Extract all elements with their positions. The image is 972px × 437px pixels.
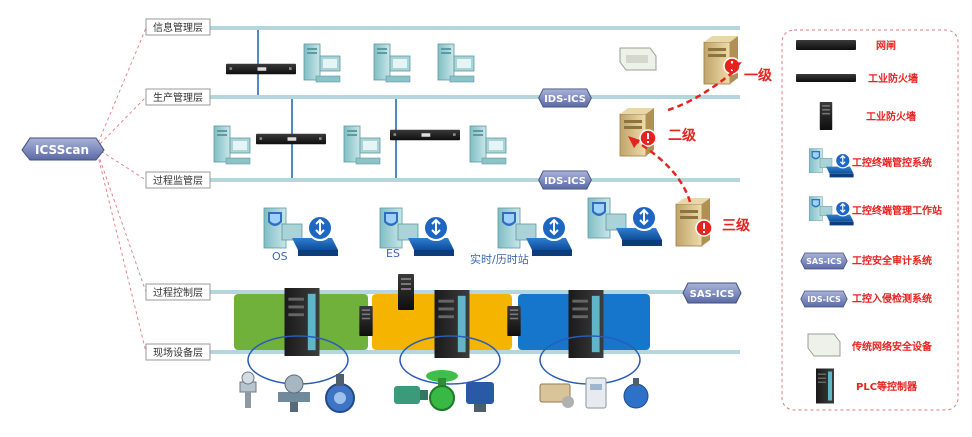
bus-production — [146, 95, 740, 99]
actuator-icon[interactable] — [466, 382, 494, 412]
network-security-device-icon — [807, 333, 841, 357]
alert-server-level1-icon[interactable] — [703, 36, 741, 85]
terminal-workstation-icon[interactable] — [587, 197, 663, 247]
bus-supervision — [146, 178, 740, 182]
analyzer-icon[interactable] — [585, 377, 607, 409]
legend-label: PLC等控制器 — [856, 380, 918, 393]
legend-badge-text: SAS-ICS — [806, 257, 842, 266]
layer-label-field: 现场设备层 — [145, 343, 211, 361]
terminal-workstation-icon — [808, 195, 855, 227]
field-devices — [239, 370, 649, 413]
level1-label: 一级 — [744, 67, 773, 84]
blue-tank-icon[interactable] — [623, 378, 649, 409]
layer-label-production: 生产管理层 — [145, 88, 211, 106]
layer-label-information: 信息管理层 — [145, 18, 211, 36]
pressure-transmitter-icon[interactable] — [239, 371, 257, 408]
level-arrow-3-to-2 — [633, 138, 692, 203]
sas-ics-label: SAS-ICS — [690, 289, 735, 300]
layer-label-control: 过程控制层 — [145, 283, 211, 301]
firewall-tower-icon[interactable] — [507, 306, 521, 336]
workstation-icon[interactable] — [303, 43, 341, 83]
layer-label-text: 信息管理层 — [153, 21, 203, 34]
legend-label: 传统网络安全设备 — [851, 340, 933, 353]
terminal-control-icon[interactable] — [497, 207, 573, 257]
information-layer-devices — [226, 36, 741, 85]
alert-server-level2-icon[interactable] — [619, 108, 657, 157]
legend-label: 工业防火墙 — [868, 72, 918, 85]
workstation-icon[interactable] — [373, 43, 411, 83]
bus-information — [146, 26, 740, 30]
network-security-device-icon[interactable] — [619, 47, 657, 71]
legend: 网闸 工业防火墙 工业防火墙 工控终端管控系统 工控终端管理工作站 SAS-IC… — [781, 29, 959, 411]
supervision-layer-devices: IDS-ICS OS ES 实时/历时站 — [263, 170, 713, 266]
layer-label-text: 过程监管层 — [153, 174, 203, 187]
pump-motor-icon[interactable] — [394, 386, 428, 404]
production-layer-devices: IDS-ICS — [213, 88, 657, 165]
station-historian-label: 实时/历时站 — [470, 252, 529, 266]
plc-icon[interactable] — [568, 290, 604, 358]
legend-label: 网闸 — [876, 39, 896, 52]
terminal-control-icon — [808, 147, 855, 179]
layer-label-text: 现场设备层 — [153, 346, 203, 359]
gateway-icon[interactable] — [226, 63, 296, 75]
workstation-icon[interactable] — [213, 125, 251, 165]
alert-server-level3-icon[interactable] — [675, 198, 713, 247]
ids-ics-mid-label: IDS-ICS — [544, 176, 586, 187]
butterfly-valve-icon[interactable] — [325, 374, 355, 413]
firewall-rack-icon — [796, 74, 856, 82]
legend-badge-text: IDS-ICS — [807, 295, 841, 304]
hub-label: ICSScan — [35, 143, 89, 157]
security-levels: 一级 二级 三级 — [628, 62, 773, 234]
firewall-rack-icon[interactable] — [390, 129, 460, 141]
firewall-tower-icon[interactable] — [359, 306, 373, 336]
icsscan-hub[interactable]: ICSScan — [21, 137, 105, 161]
legend-frame — [781, 29, 959, 411]
station-es-label: ES — [386, 247, 400, 260]
plc-icon[interactable] — [284, 288, 320, 356]
ids-ics-top-label: IDS-ICS — [544, 94, 586, 105]
legend-label: 工控终端管理工作站 — [852, 204, 942, 217]
field-network-ring — [399, 335, 501, 385]
layer-label-text: 过程控制层 — [153, 286, 203, 299]
terminal-control-icon[interactable] — [263, 207, 339, 257]
firewall-tower-icon — [819, 102, 833, 130]
green-valve-icon[interactable] — [426, 370, 458, 411]
legend-label: 工控终端管控系统 — [852, 156, 932, 169]
level2-label: 二级 — [668, 127, 697, 144]
legend-label: 工控入侵检测系统 — [852, 292, 932, 305]
plc-icon[interactable] — [434, 290, 470, 358]
plc-icon — [816, 368, 834, 404]
legend-label: 工业防火墙 — [866, 110, 916, 123]
layer-label-text: 生产管理层 — [153, 91, 203, 104]
workstation-icon[interactable] — [343, 125, 381, 165]
level-arrow-2-to-1 — [667, 67, 739, 112]
flow-meter-icon[interactable] — [539, 383, 574, 408]
legend-label: 工控安全审计系统 — [852, 254, 932, 267]
control-layer-devices: SAS-ICS — [234, 274, 742, 385]
control-valve-icon[interactable] — [278, 374, 310, 412]
gateway-icon[interactable] — [256, 133, 326, 145]
layer-label-supervision: 过程监管层 — [145, 171, 211, 189]
workstation-icon[interactable] — [437, 43, 475, 83]
gateway-icon — [796, 40, 856, 50]
hub-connector-lines — [95, 27, 147, 353]
firewall-tower-icon[interactable] — [398, 274, 414, 310]
workstation-icon[interactable] — [469, 125, 507, 165]
level3-label: 三级 — [722, 217, 751, 234]
station-os-label: OS — [272, 250, 288, 263]
